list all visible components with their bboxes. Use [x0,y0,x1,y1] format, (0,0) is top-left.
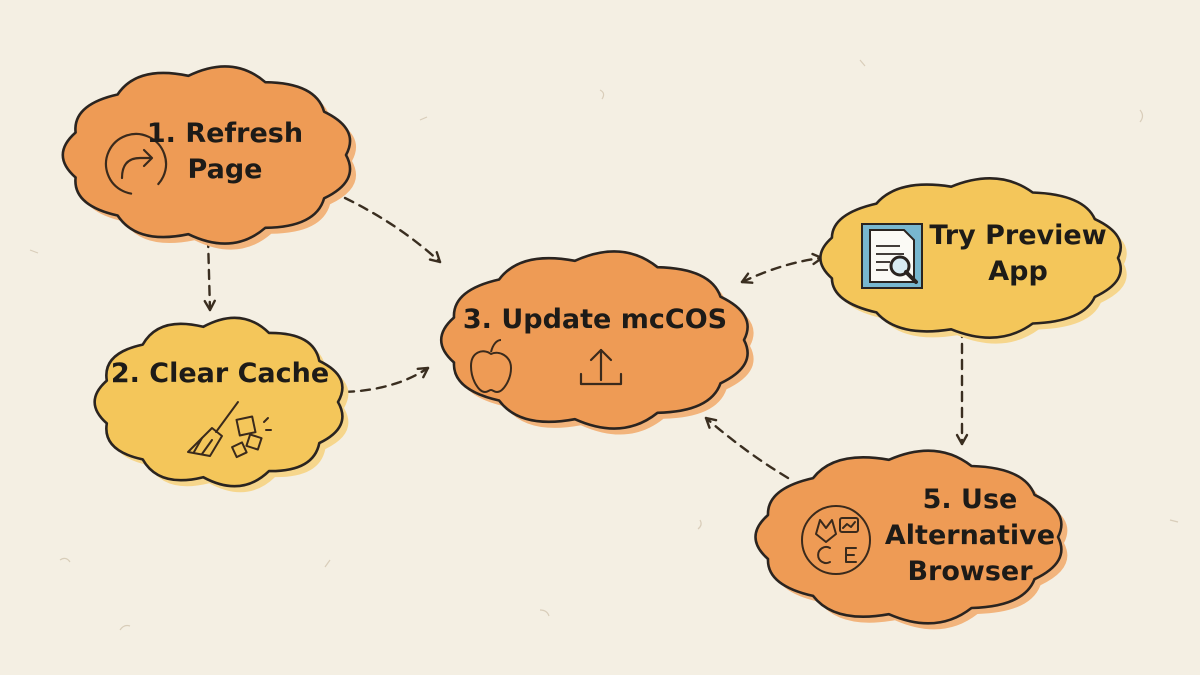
edge-refresh-to-update [343,196,442,264]
edge-update-preview [740,252,824,284]
node-label-line: 2. Clear Cache [110,358,330,389]
node-label-line: Alternative [884,520,1056,551]
upload-icon [579,348,623,386]
node-label-update: 3. Update mcCOS [460,302,730,338]
cloud-cache [93,316,344,488]
node-label-line: App [988,256,1048,287]
cloud-update [439,250,749,430]
node-label-line: 1. Refresh [146,118,304,149]
cloud-browser [754,449,1063,625]
edges [203,196,969,480]
cloud-preview [819,177,1123,339]
broom-icon [187,401,272,459]
node-label-line: Try Preview [929,220,1107,251]
browsers-icon [801,505,871,575]
node-label-line: Page [187,154,263,185]
node-label-line: 5. Use [922,484,1018,515]
node-label-line: 3. Update mcCOS [462,304,728,335]
edge-refresh-to-cache [203,236,216,312]
refresh-icon [104,132,168,196]
apple-icon [470,339,512,393]
document-search-icon [861,223,923,289]
edge-browser-to-update [704,416,790,480]
cloud-refresh [61,65,352,245]
edge-cache-to-update [343,366,430,394]
clouds [61,65,1127,630]
node-label-line: Browser [907,556,1033,587]
node-label-cache: 2. Clear Cache [110,356,330,392]
